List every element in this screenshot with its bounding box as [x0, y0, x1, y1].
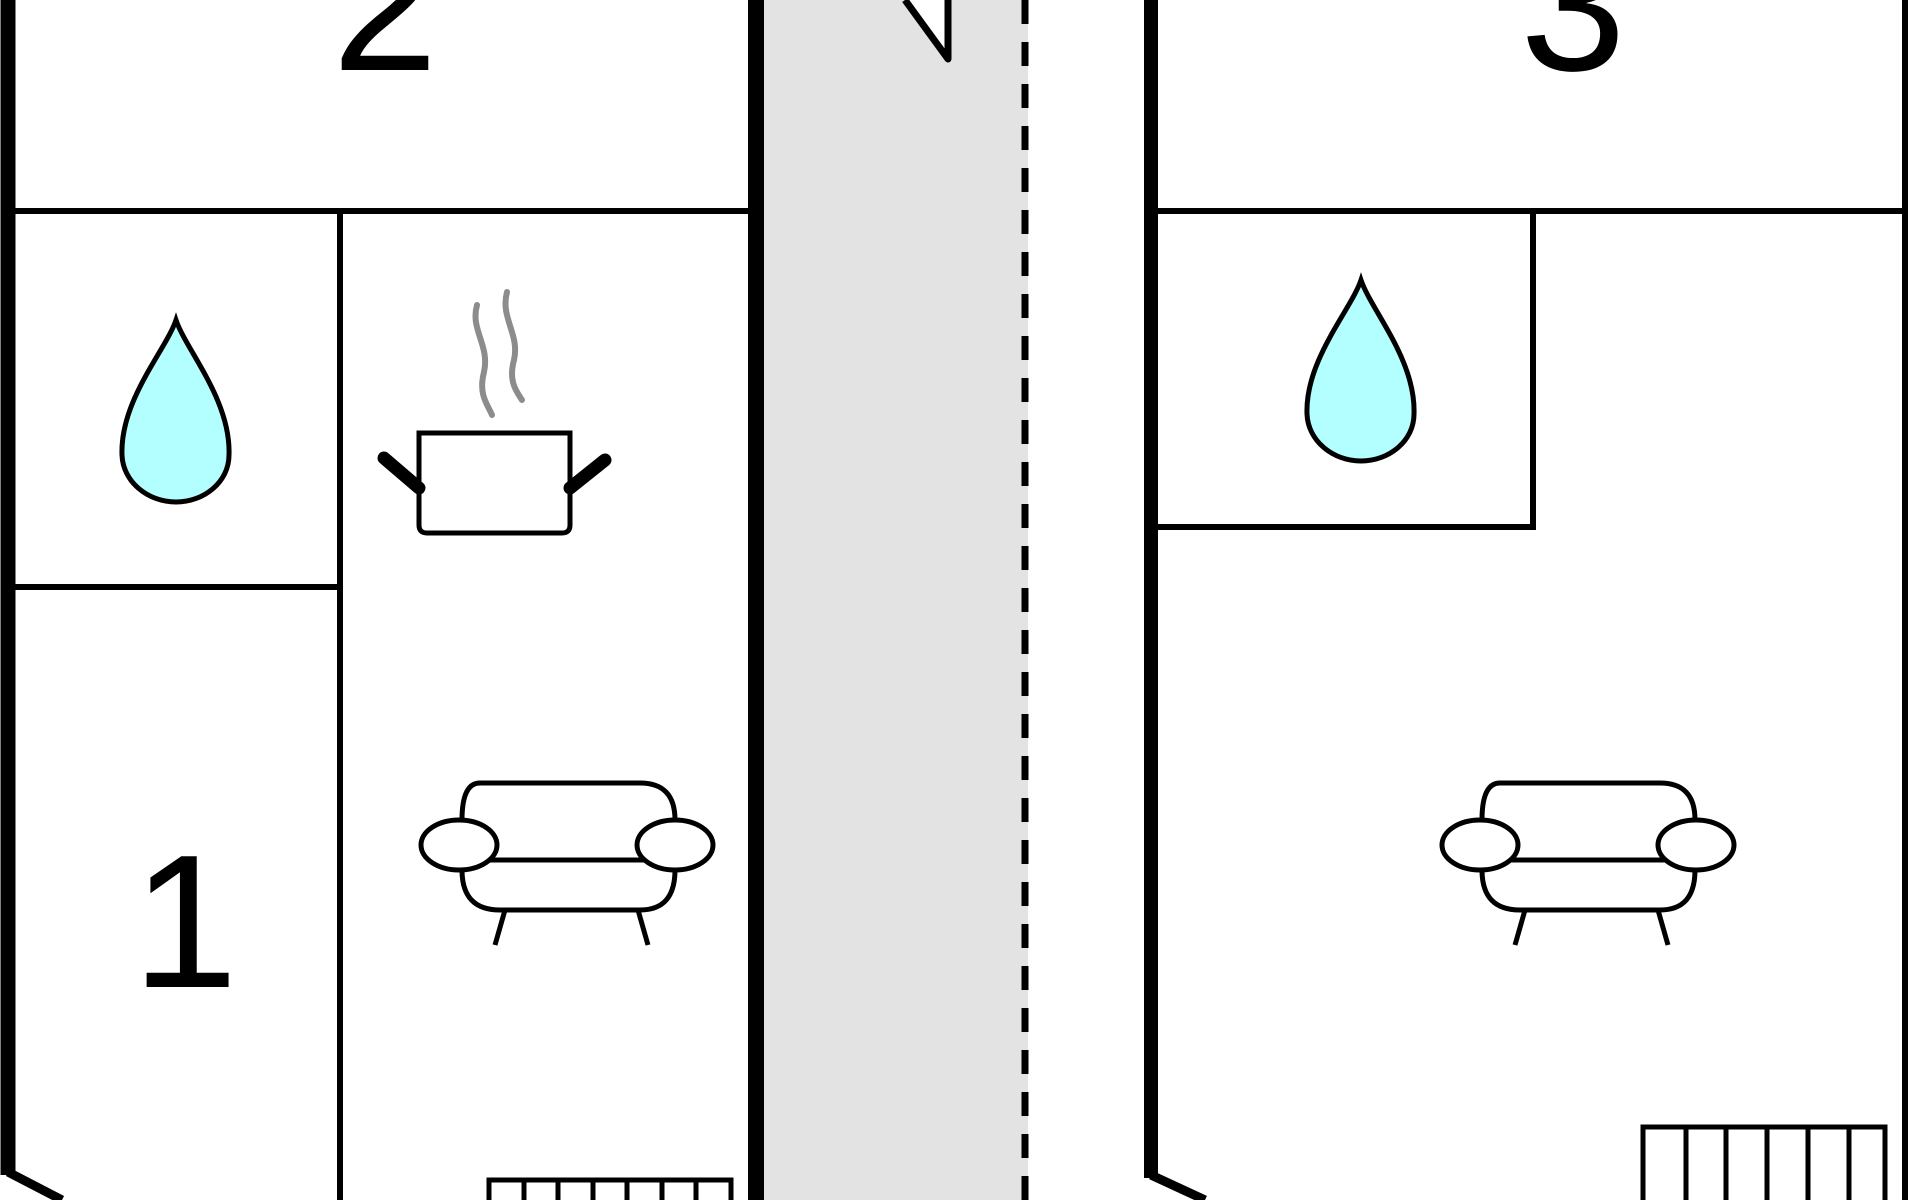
room-number-label: 3 [1520, 0, 1626, 111]
stairs-icon [486, 1177, 734, 1200]
stairs-icon [1640, 1124, 1888, 1200]
cooking-pot-icon [377, 289, 612, 536]
sofa-arm [634, 817, 716, 873]
sofa-icon [418, 780, 716, 946]
pot-body [416, 430, 573, 536]
sofa-leg [635, 909, 651, 946]
sofa-leg [492, 909, 508, 946]
sofa-arm [1655, 817, 1737, 873]
right-bottom-wall [1149, 1170, 1207, 1200]
north-arrow [902, 0, 952, 63]
pot-handle [377, 451, 426, 495]
left-bottom-wall [5, 1168, 65, 1200]
steam [472, 302, 495, 418]
sofa-icon [1439, 780, 1737, 946]
sofa-leg [1512, 909, 1528, 946]
sofa-leg [1655, 909, 1671, 946]
left-unit [0, 0, 764, 1200]
corridor [764, 0, 1028, 1200]
stairs-outline [1640, 1124, 1888, 1200]
sofa-arm [418, 817, 500, 873]
room-number-label: 2 [332, 0, 438, 111]
steam [502, 289, 525, 403]
pot-handle [563, 453, 612, 495]
water-drop-icon [119, 312, 232, 505]
sofa-arm [1439, 817, 1521, 873]
stairs-outline [486, 1177, 734, 1200]
room-number-label: 1 [132, 816, 238, 1028]
water-drop-icon [1304, 272, 1417, 464]
right-unit [1144, 0, 1908, 1200]
